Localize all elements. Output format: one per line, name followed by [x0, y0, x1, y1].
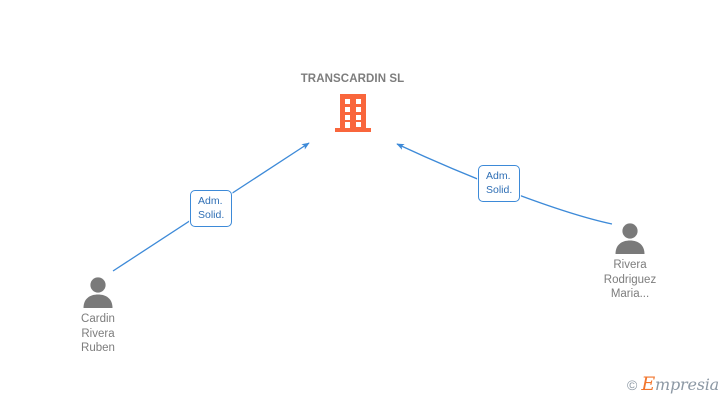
person-node-right[interactable]: Rivera Rodriguez Maria... [575, 222, 685, 302]
brand-name: Empresia [641, 375, 719, 394]
person-icon [83, 277, 113, 308]
person-icon [615, 223, 645, 254]
person-label-right: Rivera Rodriguez Maria... [575, 258, 685, 302]
person-name-line: Ruben [81, 342, 115, 354]
building-icon [334, 94, 371, 132]
watermark: © Empresia [627, 375, 719, 394]
edge-label-line: Solid. [486, 184, 513, 196]
person-node-left[interactable]: Cardin Rivera Ruben [43, 276, 153, 356]
edge-label-line: Adm. [486, 170, 511, 182]
edge-label-line: Adm. [198, 195, 223, 207]
person-name-line: Maria... [610, 288, 650, 300]
brand-initial: E [641, 373, 655, 395]
person-name-line: Rivera [81, 327, 115, 340]
brand-rest: mpresia [655, 375, 719, 394]
edge-label-right[interactable]: Adm. Solid. [478, 165, 521, 202]
person-name-line: Rivera [613, 259, 647, 271]
edge-label-left[interactable]: Adm. Solid. [190, 190, 233, 227]
person-label-left: Cardin Rivera Ruben [43, 312, 153, 356]
person-name-line: Rodriguez [603, 273, 657, 286]
person-name-line: Cardin [81, 313, 115, 325]
edge-label-line: Solid. [198, 209, 225, 221]
company-name: TRANSCARDIN SL [300, 73, 405, 85]
copyright-icon: © [627, 376, 638, 393]
company-node[interactable]: TRANSCARDIN SL [280, 72, 425, 139]
